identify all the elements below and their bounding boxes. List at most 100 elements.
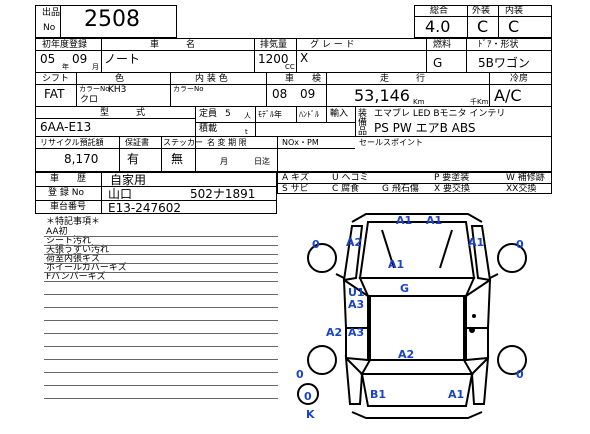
shift: FAT (44, 87, 65, 101)
mark-left-rear-a2: A2 (326, 326, 342, 339)
interior-color-no-label: カラーNo (173, 85, 204, 93)
note-item: 荷室内張キズ (46, 254, 101, 264)
legend-xx: XX交換 (506, 184, 537, 194)
score-box (414, 5, 552, 38)
note-item: Fバンパーキズ (46, 272, 106, 282)
mark-tire-rr: 0 (516, 368, 524, 381)
mark-rear-bumper-b1: B1 (370, 388, 386, 401)
displacement: 1200 (258, 52, 289, 66)
tire-front-left (307, 243, 337, 273)
equipment-line1: エマブレ LED Bモニタ インテリ (374, 109, 506, 119)
first-reg-year: 05 (40, 52, 56, 66)
name-change-month-unit: 月 (220, 157, 228, 166)
chassis-label: 車台番号 (50, 202, 87, 212)
first-reg-month: 09 (72, 52, 88, 66)
damage-dot-1 (469, 327, 475, 333)
interior-color-label: 内 装 色 (195, 74, 228, 84)
color-label: 色 (115, 74, 125, 84)
windshield-outline (358, 277, 476, 297)
cc-unit: CC (285, 63, 295, 71)
inspection-year: 08 (272, 87, 288, 101)
warranty: 有 (127, 152, 140, 166)
mark-hood-a1: A1 (388, 258, 404, 271)
thousand-km-unit: 千Km (470, 98, 489, 106)
left-front-fender-outline (342, 225, 364, 282)
mark-left-door-u1: U1 (348, 286, 365, 299)
interior-score-label: 内装 (505, 6, 524, 16)
legend-w: W 補修跡 (506, 173, 545, 183)
history-value: 自家用 (110, 173, 147, 187)
mark-front-bumper-a1b: A1 (426, 214, 442, 227)
model-code: 6AA-E13 (40, 120, 92, 134)
nox-label: NOx・PM (282, 138, 319, 147)
rear-bumper-outline (351, 411, 483, 419)
hood-outline (358, 221, 476, 279)
left-rear-fender-outline (344, 355, 364, 405)
overall-score-label: 総合 (430, 6, 449, 16)
color: クロ (80, 95, 99, 105)
legend-x: X 要交換 (434, 184, 471, 194)
legend-a: A キズ (282, 173, 310, 183)
right-front-fender-outline (470, 225, 492, 282)
km-unit: Km (413, 98, 425, 106)
mark-left-door-a3: A3 (348, 298, 364, 311)
rear-glass-outline (360, 359, 474, 375)
right-rear-fender-outline (470, 355, 490, 405)
legend-g: G 飛石傷 (382, 184, 419, 194)
displacement-label: 排気量 (260, 40, 288, 50)
grade: X (300, 51, 309, 65)
right-rear-door-outline (465, 327, 489, 362)
legend-c: C 腐食 (332, 184, 360, 194)
exterior-score-label: 外装 (472, 6, 491, 16)
door-shape: 5Bワゴン (478, 56, 530, 70)
equipment-line2: PS PW エアB ABS (374, 121, 476, 135)
history-label: 車 歴 (50, 174, 87, 184)
lot-number-box (35, 5, 177, 38)
capacity-label: 定員 (199, 109, 218, 119)
mark-windshield-g: G (400, 282, 409, 295)
lot-number: 2508 (84, 7, 140, 32)
mileage-label: 走 行 (380, 74, 426, 84)
recycle-fee: 8,170 (64, 152, 99, 166)
legend-u: U ヘコミ (332, 173, 369, 183)
recycle-label: リサイクル預託額 (40, 138, 104, 147)
lot-label: 出品 (42, 8, 61, 18)
tire-rear-left (307, 345, 337, 375)
name-change-label: 名 変 期 限 (207, 138, 247, 147)
mark-left-fender-a2: A2 (346, 236, 362, 249)
mark-trunk-a2: A2 (398, 348, 414, 361)
shift-label: シフト (42, 74, 70, 84)
mark-spare-k: K (306, 408, 315, 421)
sticker-label: ステッカー (163, 138, 203, 147)
spare-tire (297, 383, 319, 405)
mark-spare-tire: 0 (304, 390, 312, 403)
legend-p: P 要塗装 (434, 173, 470, 183)
handle-label: ﾊﾝﾄﾞﾙ (299, 110, 319, 119)
spec-grid (35, 38, 552, 172)
registration-number: 502ナ1891 (190, 187, 256, 201)
load-unit: t (245, 128, 248, 136)
name-change-day-unit: 日迄 (254, 157, 270, 166)
exterior-score: C (477, 17, 489, 36)
mark-tire-fl: 0 (312, 238, 320, 251)
interior-score: C (508, 17, 520, 36)
ac-label: 冷房 (510, 74, 529, 84)
car-name: ノート (104, 52, 141, 66)
front-bumper-outline (351, 213, 483, 223)
overall-score: 4.0 (425, 17, 451, 36)
mark-tire-rl: 0 (296, 368, 304, 381)
sticker: 無 (171, 152, 184, 166)
lot-no-label: No (43, 23, 56, 33)
model-year-label: ﾓﾃﾞﾙ年 (258, 110, 282, 119)
capacity: 5 (225, 109, 231, 119)
color-no: KH3 (108, 85, 127, 95)
note-item: AA初 (46, 227, 68, 237)
month-unit: 月 (92, 63, 99, 71)
car-name-label: 車 名 (150, 40, 196, 50)
notes-title: ＊特記事項＊ (46, 217, 101, 227)
registration-area: 山口 (108, 187, 133, 201)
tire-rear-right (497, 345, 527, 375)
tire-front-right (497, 243, 527, 273)
note-item: 天張うすい汚れ (46, 245, 110, 255)
year-unit: 年 (62, 63, 69, 71)
